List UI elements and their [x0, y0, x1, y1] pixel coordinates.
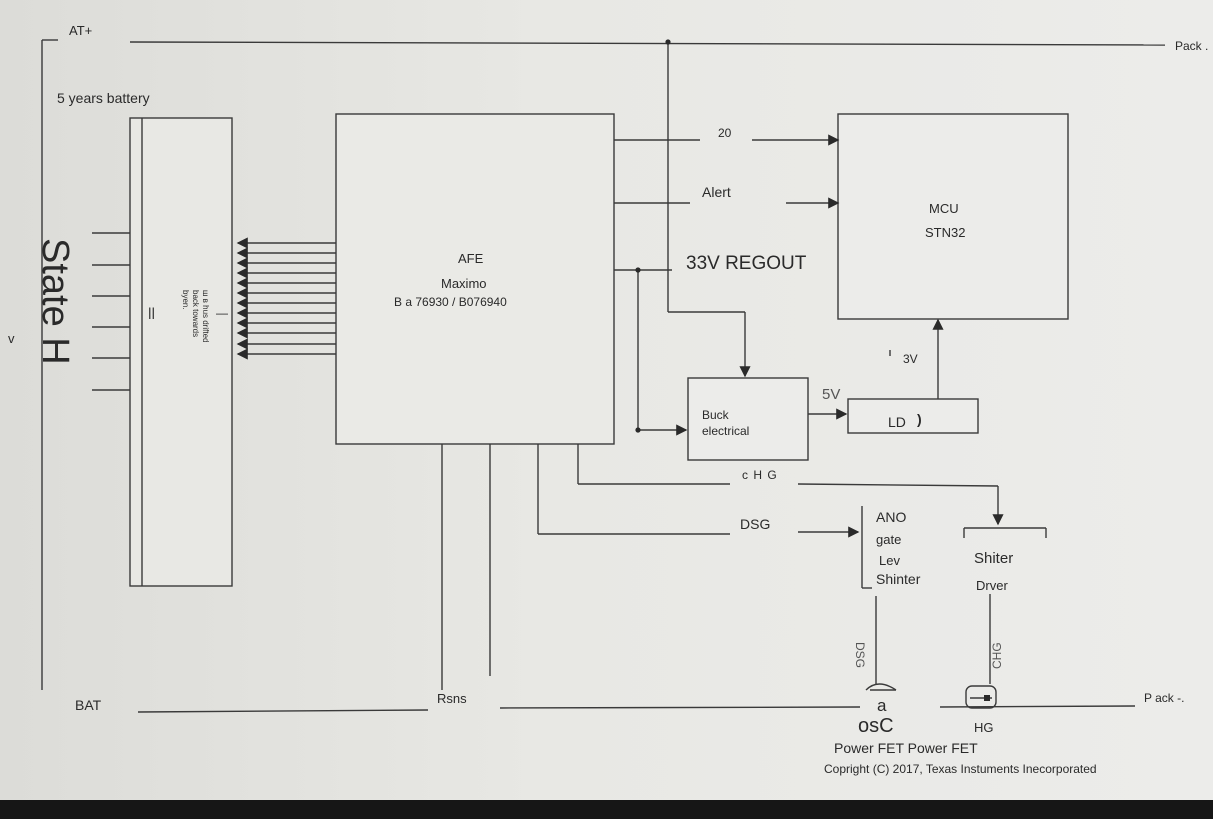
level-shifter-label-3: Lev: [879, 553, 900, 568]
state-label: State H: [34, 238, 76, 365]
cell-dash: —: [216, 306, 228, 320]
signal-20-label: 20: [718, 126, 732, 140]
v-mark: v: [8, 331, 15, 346]
copyright-notice: Copright (C) 2017, Texas Instuments Inec…: [824, 762, 1097, 776]
afe-name: Maximo: [441, 276, 487, 291]
chg-gate-label: CHG: [990, 642, 1004, 669]
rsns-rail: [499, 706, 861, 709]
dsg-gate-label: DSG: [853, 642, 867, 669]
ldo-box: [847, 398, 979, 434]
fet-osc-label: osC: [858, 715, 894, 737]
bat-rail: [137, 709, 429, 713]
cell-stack-box: [129, 117, 233, 587]
afe-part-number: B a 76930 / B076940: [394, 295, 507, 309]
mcu-part-number: STN32: [925, 225, 966, 240]
power-fet-caption: Power FET Power FET: [834, 740, 978, 756]
battery-note: 5 years battery: [57, 90, 150, 106]
fet-a-label: a: [877, 696, 887, 715]
ldo-label: LD: [888, 414, 906, 430]
bottom-frame-bar: [0, 800, 1213, 819]
pack-plus-rail: [129, 41, 1166, 46]
dsg-fet-symbol: [865, 683, 897, 691]
fet-hg-label: HG: [974, 720, 994, 735]
diagram-lines: [41, 39, 1166, 713]
regout-label: 33V REGOUT: [686, 253, 807, 274]
afe-box: [335, 113, 615, 445]
5v-label: 5V: [822, 386, 841, 403]
ldo-mark: ): [917, 411, 922, 427]
mcu-title: MCU: [929, 201, 959, 216]
level-shifter-label-2: gate: [876, 532, 902, 547]
dsg-signal-label: DSG: [740, 516, 771, 532]
driver-label-1: Shiter: [974, 550, 1014, 567]
at-plus-label: AT+: [69, 23, 93, 38]
pack-plus-label: Pack .: [1175, 39, 1209, 53]
pack-minus-label: P ack -.: [1144, 691, 1185, 705]
driver-label-2: Drver: [976, 578, 1008, 593]
buck-box: [687, 377, 809, 461]
buck-label: Buck: [702, 408, 729, 422]
level-shifter-label-1: ANO: [876, 509, 907, 525]
cell-mark: ꟾꟾ: [148, 308, 156, 322]
chg-fet-symbol: [965, 685, 997, 709]
level-shifter-label-4: Shinter: [876, 571, 921, 587]
buck-sublabel: electrical: [702, 424, 750, 438]
pack-minus-rail: [939, 705, 1136, 708]
rsns-label: Rsns: [437, 691, 467, 706]
cell-stack-note: ш в hus drifted back towards byen.: [181, 290, 210, 343]
chg-signal-label: c H G: [742, 468, 778, 482]
bat-label: BAT: [75, 697, 102, 713]
alert-label: Alert: [702, 184, 731, 200]
3v-label: 3V: [903, 352, 918, 366]
afe-title: AFE: [458, 251, 484, 266]
mcu-box: [837, 113, 1069, 320]
